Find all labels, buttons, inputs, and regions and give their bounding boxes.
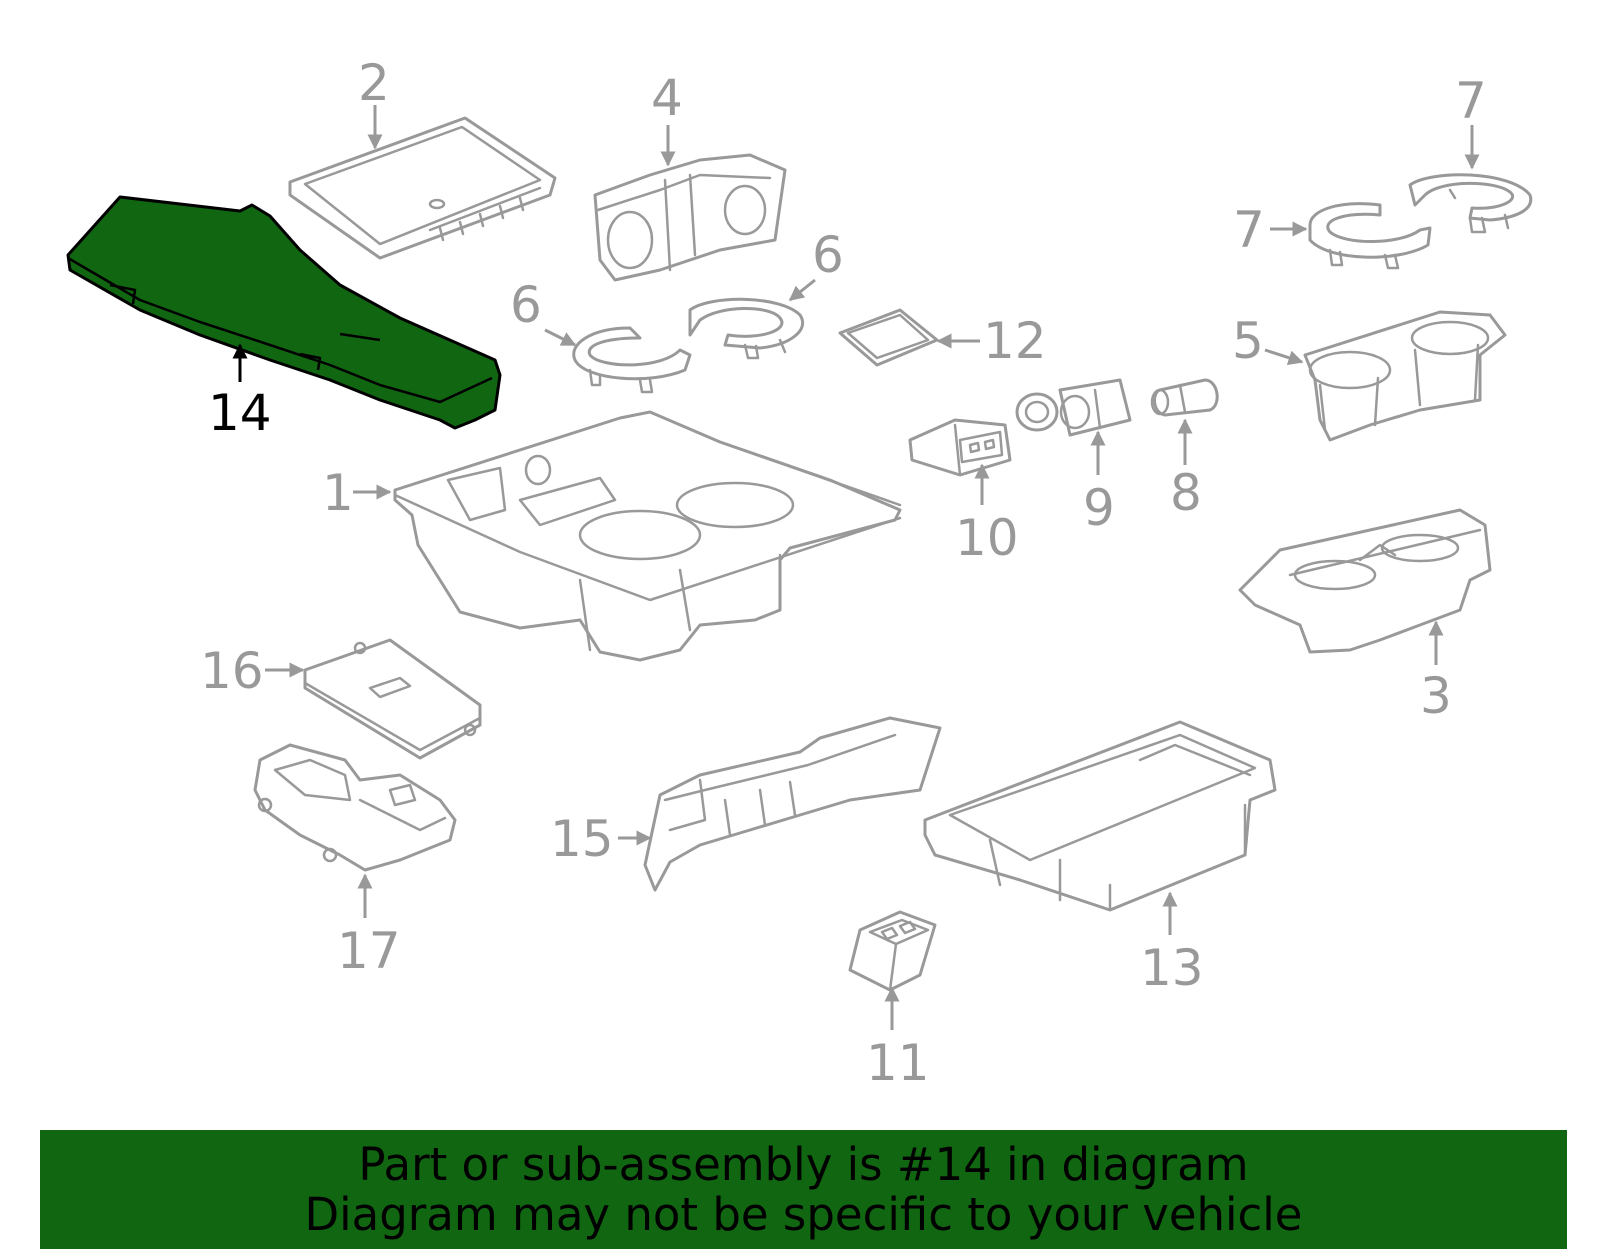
banner-line-disclaimer: Diagram may not be specific to your vehi… [304,1188,1303,1241]
callout-7b: 7 [1455,72,1487,170]
svg-text:12: 12 [983,312,1047,370]
part-9-outlet[interactable] [1015,378,1132,437]
part-8-socket[interactable] [1150,378,1219,417]
svg-text:14: 14 [208,384,272,442]
svg-text:15: 15 [550,810,614,868]
svg-text:6: 6 [812,226,844,284]
part-17-bracket[interactable] [253,743,457,872]
part-6-ring-right[interactable] [688,297,804,360]
callout-9: 9 [1083,430,1115,537]
part-15-trim-panel[interactable] [643,716,942,892]
callout-11: 11 [866,986,930,1092]
part-3-cupholder-tray[interactable] [1238,508,1492,654]
svg-text:11: 11 [866,1034,930,1092]
callout-8: 8 [1170,418,1202,522]
svg-text:9: 9 [1083,479,1115,537]
svg-text:6: 6 [510,276,542,334]
callout-14: 14 [208,343,272,442]
svg-text:8: 8 [1170,464,1202,522]
callout-10: 10 [955,463,1019,567]
callout-2: 2 [358,54,390,150]
part-10-switch[interactable] [908,418,1012,477]
callout-13: 13 [1140,891,1204,997]
part-2-tray[interactable] [288,116,557,260]
svg-text:5: 5 [1232,312,1264,370]
svg-text:7: 7 [1455,72,1487,130]
svg-text:10: 10 [955,509,1019,567]
callout-1: 1 [322,464,392,522]
callout-17: 17 [337,873,401,980]
part-5-cupholder[interactable] [1303,310,1507,442]
part-11-switch[interactable] [848,910,937,992]
callout-6b: 6 [788,226,844,302]
callout-4: 4 [651,69,683,167]
part-7-ring-left[interactable] [1308,202,1432,270]
callout-7a: 7 [1233,201,1308,259]
part-7-ring-right[interactable] [1408,173,1533,234]
part-16-module[interactable] [303,638,482,760]
svg-text:17: 17 [337,922,401,980]
svg-text:4: 4 [651,69,683,127]
part-4-cupholder-insert[interactable] [593,153,787,282]
vehicle-fit-banner: Part or sub-assembly is #14 in diagram D… [40,1130,1567,1249]
part-6-ring-left[interactable] [572,326,692,394]
part-1-console-base[interactable] [393,410,902,662]
callout-6a: 6 [510,276,577,347]
callout-3: 3 [1420,620,1452,725]
svg-text:3: 3 [1420,667,1452,725]
banner-line-part-note: Part or sub-assembly is #14 in diagram [358,1138,1249,1191]
callout-12: 12 [936,312,1047,370]
callout-5: 5 [1232,312,1304,370]
svg-text:7: 7 [1233,201,1265,259]
svg-text:16: 16 [200,642,264,700]
callout-16: 16 [200,642,305,700]
callout-15: 15 [550,810,652,868]
part-12-pad[interactable] [838,308,939,367]
part-13-storage-bin[interactable] [923,720,1277,912]
svg-text:2: 2 [358,54,390,112]
part-14-trim-panel[interactable] [66,195,502,430]
svg-text:1: 1 [322,464,354,522]
svg-text:13: 13 [1140,939,1204,997]
